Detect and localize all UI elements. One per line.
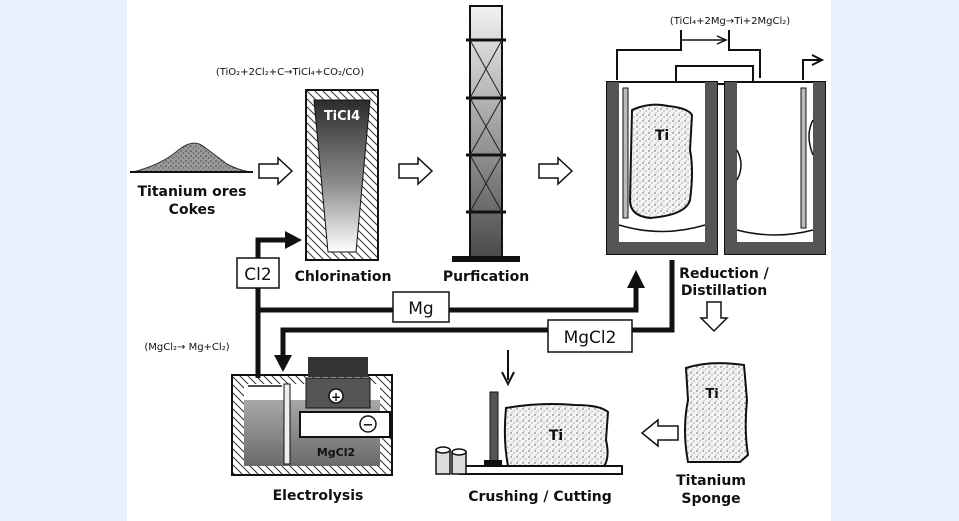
chlorinator-vessel <box>305 89 379 261</box>
mg-label: Mg <box>408 299 433 319</box>
ore-pile <box>130 142 253 173</box>
flow-arrow-icon <box>398 156 434 186</box>
cathode-symbol: − <box>363 418 374 433</box>
chlorination-label: Chlorination <box>295 269 392 285</box>
purification-tower <box>452 5 520 262</box>
mgcl2-box <box>547 319 633 353</box>
ticl4-label: TiCl4 <box>324 109 360 124</box>
electrolysis-equation: (MgCl₂→ Mg+Cl₂) <box>144 342 229 353</box>
distillation-label: Distillation <box>681 283 767 299</box>
mg-flow-line <box>258 270 645 313</box>
crushing-station <box>435 350 623 475</box>
cokes-label: Cokes <box>169 202 216 218</box>
sponge-label-line1: Titanium <box>676 473 746 489</box>
purification-label: Purfication <box>443 269 529 285</box>
cathode-icon <box>359 415 377 433</box>
flow-arrow-icon <box>538 156 574 186</box>
anode-icon <box>328 388 344 404</box>
reduction-label: Reduction / <box>679 266 770 282</box>
cl2-box <box>236 257 280 289</box>
chlorination-equation: (TiO₂+2Cl₂+C→TiCl₄+CO₂/CO) <box>216 67 364 78</box>
down-arrow-icon <box>699 301 729 333</box>
reduction-equation: (TiCl₄+2Mg→Ti+2MgCl₂) <box>670 16 790 27</box>
ores-label: Titanium ores <box>137 184 246 200</box>
crushing-label: Crushing / Cutting <box>468 489 612 505</box>
reduction-apparatus <box>606 30 826 255</box>
left-arrow-icon <box>640 418 679 448</box>
ti-sponge-label: Ti <box>705 387 718 402</box>
mgcl2-flow-line <box>274 260 675 372</box>
cl2-label: Cl2 <box>244 265 271 285</box>
cutting-roller-icon <box>435 446 467 475</box>
ti-reactor-label: Ti <box>655 128 669 144</box>
anode-symbol: + <box>331 390 341 404</box>
flow-arrow-icon <box>258 156 294 186</box>
mg-box <box>392 291 450 323</box>
sponge-label-line2: Sponge <box>681 491 740 507</box>
mgcl2-label: MgCl2 <box>564 328 617 348</box>
ti-crushed-label: Ti <box>549 428 563 444</box>
electrolysis-label: Electrolysis <box>273 488 364 504</box>
mgcl2-cell-label: MgCl2 <box>317 446 355 459</box>
titanium-sponge <box>684 362 750 463</box>
cl2-flow-line <box>255 231 302 378</box>
